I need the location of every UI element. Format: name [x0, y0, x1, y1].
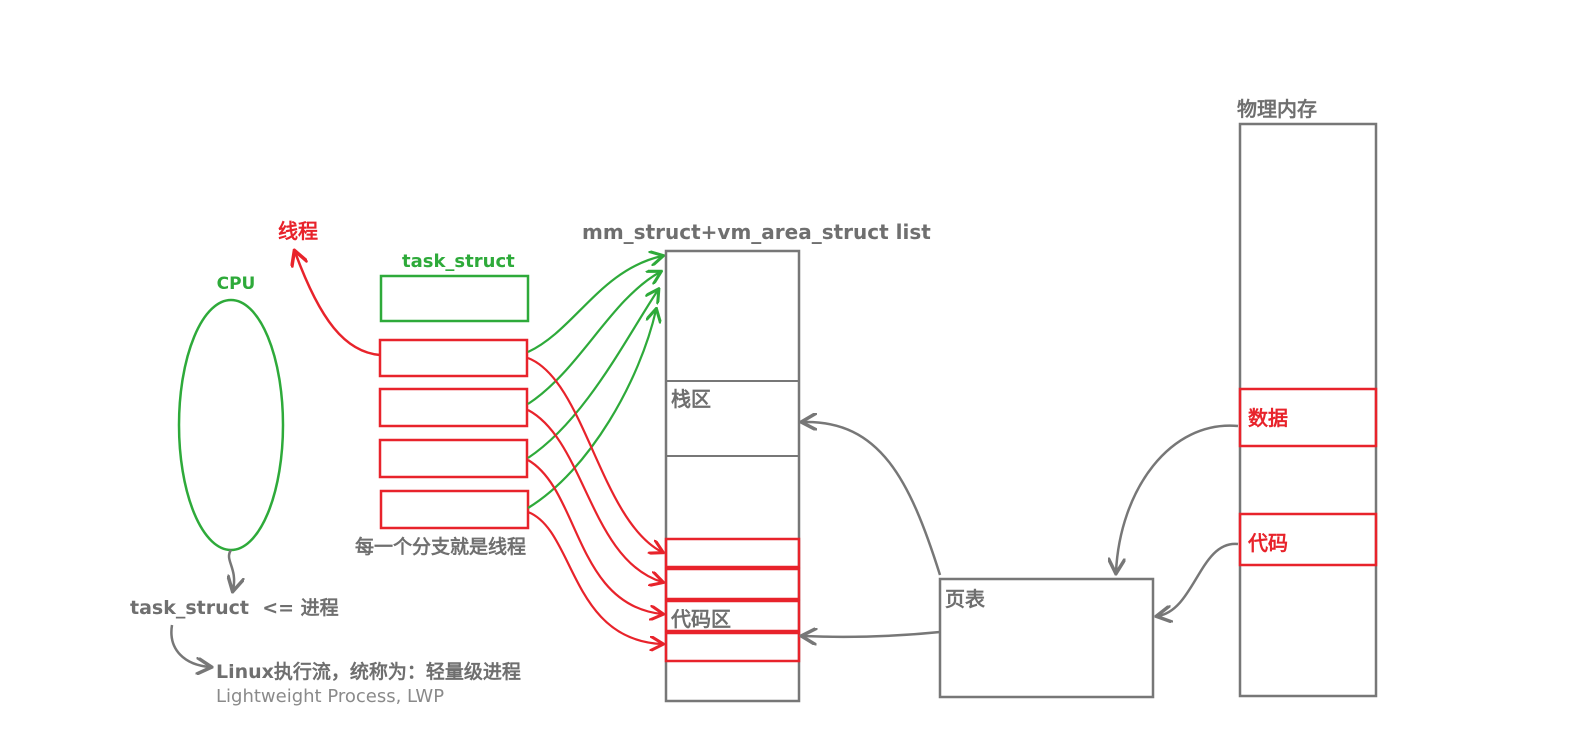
- code-slice-4: [664, 631, 801, 663]
- cpu-label: CPU: [217, 274, 256, 294]
- data-to-pagetable-arrow: [1116, 424, 1239, 572]
- cpu-ellipse: [177, 298, 285, 552]
- data-block: [1238, 387, 1378, 448]
- page-table-box: [938, 577, 1155, 699]
- task-struct-box-1: [378, 338, 529, 378]
- code-slice-2: [664, 567, 801, 601]
- stack-area-label: 栈区: [671, 387, 711, 411]
- green-arrow-1: [527, 256, 662, 353]
- cpu-to-process-arrow: [229, 549, 234, 590]
- task-struct-box-4: [379, 489, 530, 530]
- green-arrow-2: [527, 272, 660, 405]
- red-arrow-4: [527, 510, 662, 644]
- page-table-label: 页表: [945, 587, 986, 611]
- task-struct-title: task_struct: [402, 251, 515, 272]
- task-struct-process-label: task_struct <= 进程: [130, 597, 339, 619]
- red-arrow-1: [527, 356, 662, 552]
- mm-struct-column: [664, 249, 801, 703]
- task-struct-box-3: [378, 438, 529, 479]
- pagetable-to-code-arrow: [803, 632, 941, 637]
- code-area-label: 代码区: [670, 607, 731, 631]
- lwp-label: Lightweight Process, LWP: [216, 686, 444, 707]
- code-block: [1238, 512, 1378, 567]
- code-slice-1: [664, 537, 801, 569]
- linux-flow-label: Linux执行流，统称为：轻量级进程: [216, 660, 521, 683]
- green-arrow-3: [527, 290, 658, 459]
- code-label: 代码: [1247, 531, 1288, 555]
- physical-memory-label: 物理内存: [1237, 97, 1317, 121]
- task-struct-box-2: [378, 387, 529, 428]
- code-to-pagetable-arrow: [1158, 542, 1239, 616]
- process-to-lwp-arrow: [170, 624, 210, 667]
- pagetable-to-stack-arrow: [803, 422, 942, 576]
- mm-struct-label: mm_struct+vm_area_struct list: [582, 220, 931, 244]
- thread-label: 线程: [278, 219, 318, 243]
- each-branch-label: 每一个分支就是线程: [355, 535, 526, 558]
- task-struct-box-green: [379, 274, 530, 323]
- red-arrow-3: [527, 459, 662, 614]
- thread-arrow: [295, 252, 381, 357]
- red-arrow-2: [527, 409, 662, 582]
- data-label: 数据: [1248, 406, 1288, 430]
- code-slice-3: [664, 599, 801, 633]
- green-arrow-4: [527, 310, 656, 509]
